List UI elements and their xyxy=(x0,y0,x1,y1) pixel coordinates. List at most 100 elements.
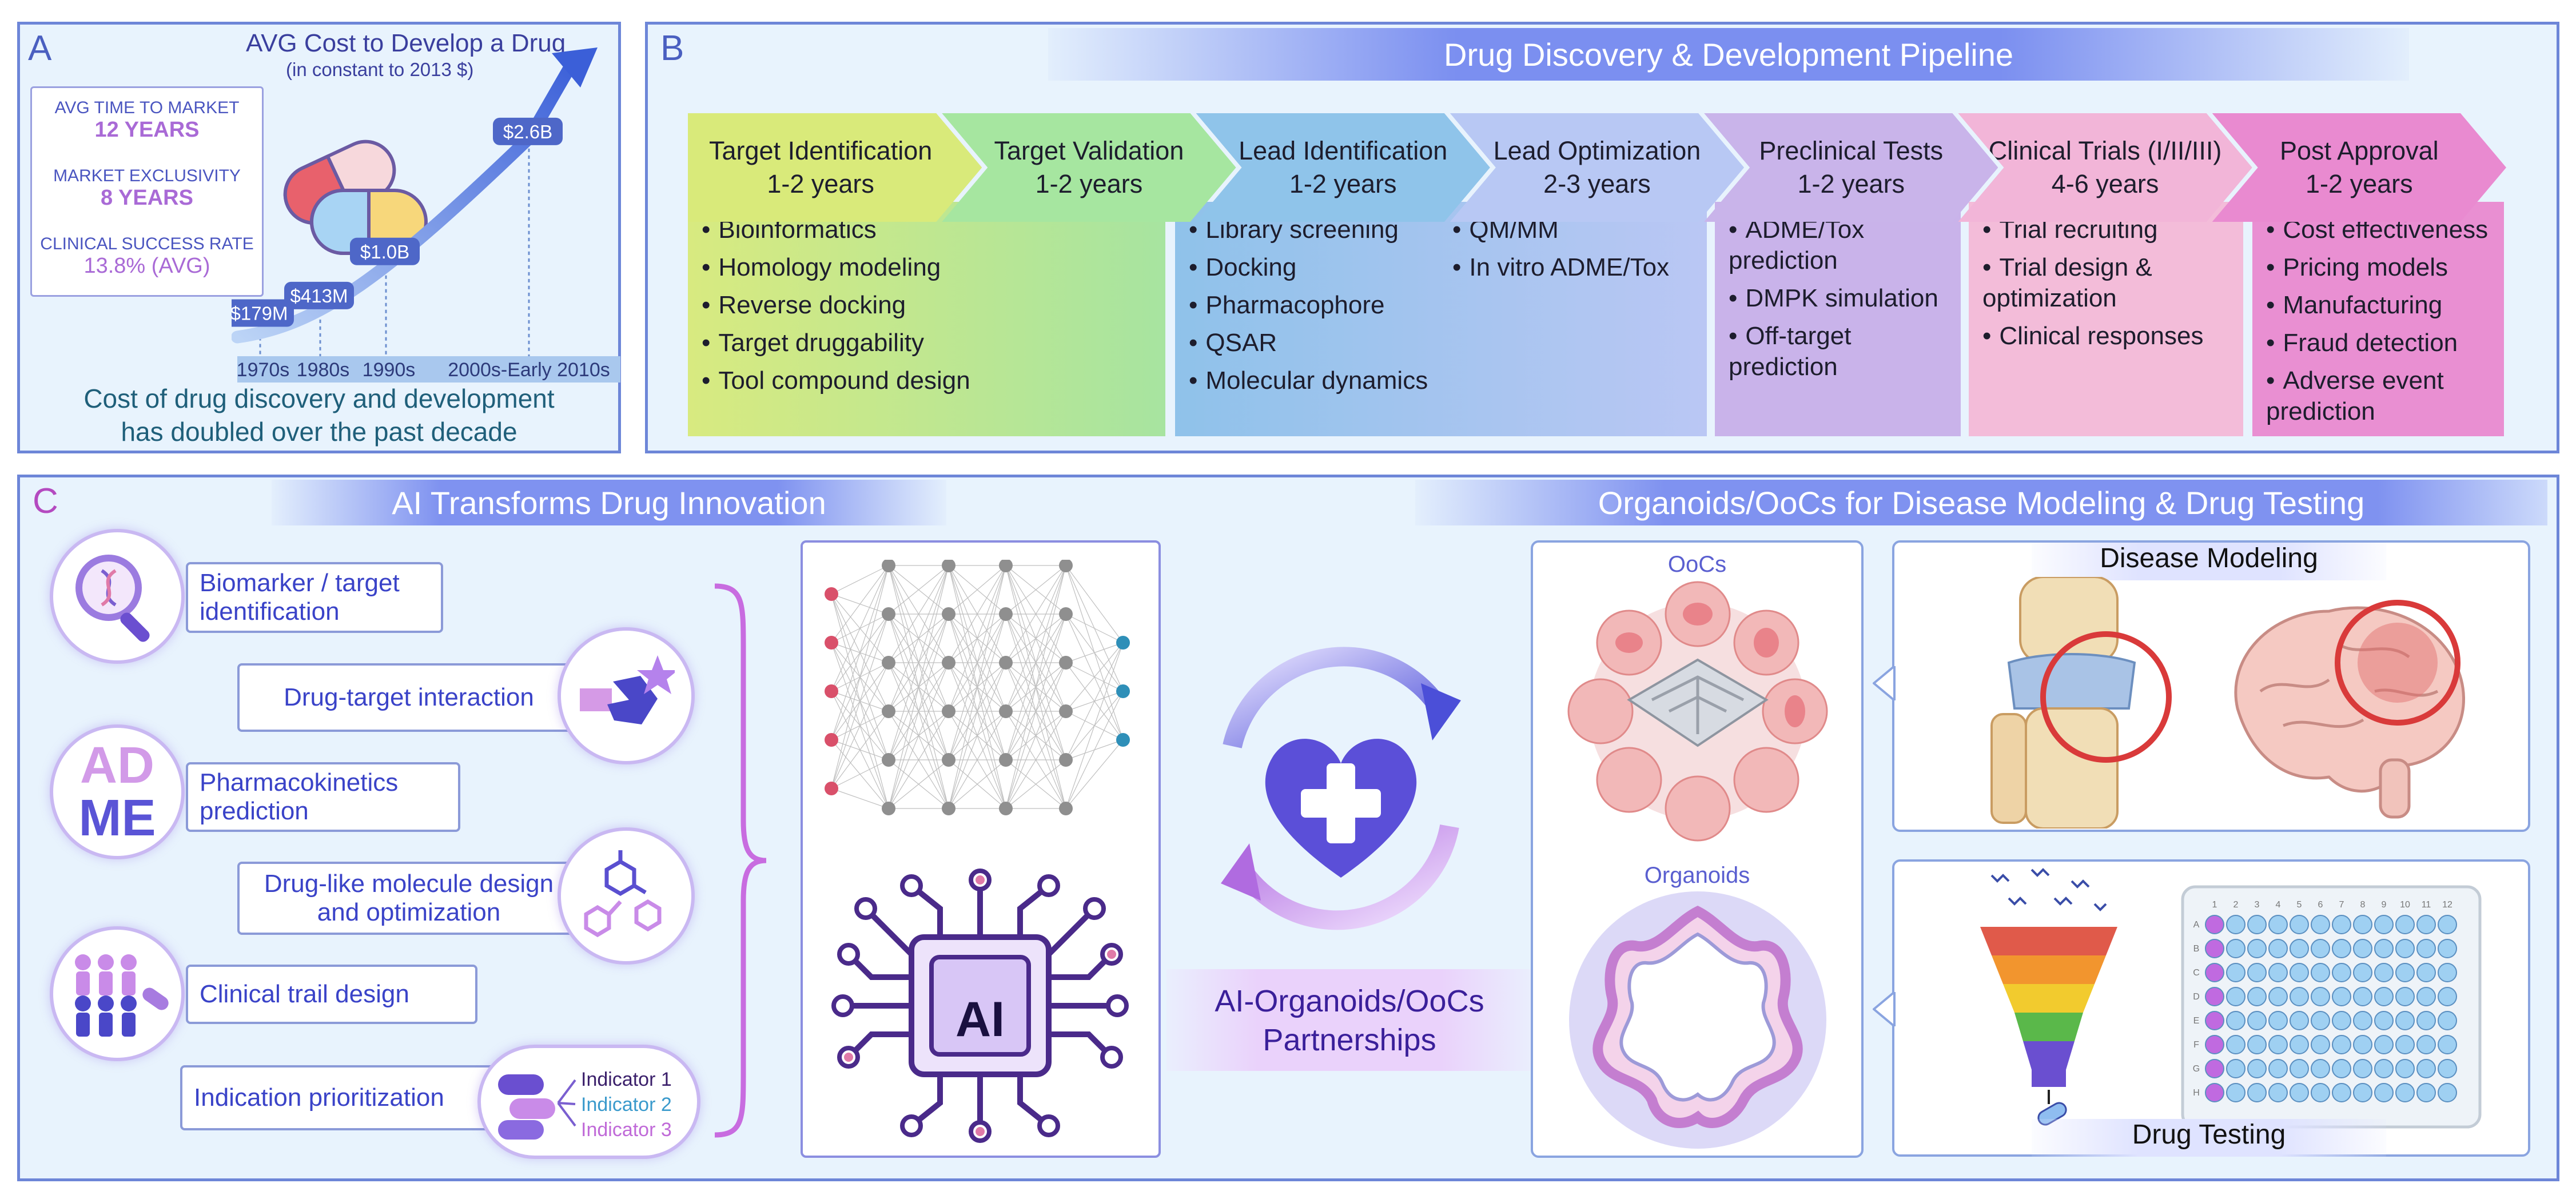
plate-well xyxy=(2332,915,2351,934)
nn-node xyxy=(999,704,1013,718)
plate-well xyxy=(2374,939,2394,958)
disease-modeling-box: Disease Modeling xyxy=(1892,540,2530,832)
ai-chip-icon xyxy=(831,869,1129,1143)
drug-testing-title: Drug Testing xyxy=(2032,1119,2386,1157)
plate-row-label: C xyxy=(2193,968,2200,978)
nn-node xyxy=(1059,753,1073,767)
plate-well xyxy=(2332,1083,2351,1102)
indicator-label: Indicator 1 xyxy=(581,1069,672,1090)
plate-well xyxy=(2438,987,2457,1006)
nn-node xyxy=(999,560,1013,572)
plate-well xyxy=(2353,1083,2372,1102)
plate-row-label: B xyxy=(2193,944,2200,954)
plate-col-label: 4 xyxy=(2276,900,2281,910)
stat-value: 13.8% (AVG) xyxy=(83,254,210,278)
nn-node xyxy=(999,656,1013,670)
adme-top-text: AD xyxy=(80,737,154,794)
plate-col-label: 11 xyxy=(2422,900,2431,910)
nn-node xyxy=(942,656,955,670)
plate-well xyxy=(2247,915,2267,934)
stage-duration: 2-3 years xyxy=(1543,169,1651,198)
ai-section-title: AI Transforms Drug Innovation xyxy=(272,480,946,525)
task-item: Trial design & optimization xyxy=(1982,252,2188,314)
task-item: Pricing models xyxy=(2266,252,2490,283)
nn-node xyxy=(1059,607,1073,621)
plate-well xyxy=(2226,915,2245,934)
plate-well xyxy=(2247,1059,2267,1078)
cost-data-label: $2.6B xyxy=(503,121,552,142)
cost-data-label: $1.0B xyxy=(360,241,409,262)
plate-well xyxy=(2247,939,2267,958)
plate-well xyxy=(2268,1035,2288,1054)
stage-duration: 1-2 years xyxy=(1035,169,1143,198)
task-item: Off-target prediction xyxy=(1729,321,1900,383)
cost-data-point: $1.0B xyxy=(350,237,420,265)
task-item: Clinical responses xyxy=(1982,321,2229,352)
plate-well xyxy=(2205,1011,2224,1030)
task-item: Molecular dynamics xyxy=(1189,365,1428,396)
plate-well xyxy=(2353,1035,2372,1054)
nn-node xyxy=(999,753,1013,767)
plate-well xyxy=(2205,1059,2224,1078)
plate-well xyxy=(2268,987,2288,1006)
plate-well xyxy=(2268,915,2288,934)
nn-node xyxy=(942,560,955,572)
plate-well xyxy=(2290,963,2309,982)
stage-name: Clinical Trials (I/II/III) xyxy=(1988,136,2222,165)
plate-well xyxy=(2395,1011,2415,1030)
indication-icon: Indicator 1 Indicator 2 Indicator 3 xyxy=(477,1045,700,1159)
indicator-label: Indicator 2 xyxy=(581,1094,672,1116)
nn-connections xyxy=(831,565,1124,809)
task-item: ADME/Tox prediction xyxy=(1729,214,1923,276)
clinical-tasks: Trial recruiting Trial design & optimiza… xyxy=(1969,202,2243,436)
cost-chart-title: AVG Cost to Develop a Drug xyxy=(246,29,566,57)
plate-well xyxy=(2226,1035,2245,1054)
task-item: Tool compound design xyxy=(702,365,1152,396)
plate-well xyxy=(2353,1059,2372,1078)
stat-label: AVG TIME TO MARKET xyxy=(54,98,240,117)
nn-node xyxy=(825,782,838,795)
plate-well xyxy=(2311,963,2330,982)
cycle-heart-icon xyxy=(1221,647,1461,930)
plate-col-label: 12 xyxy=(2442,900,2452,910)
plate-row-label: F xyxy=(2193,1040,2199,1050)
cost-data-label: $179M xyxy=(232,303,288,324)
molecule-icon xyxy=(558,827,695,965)
neural-network-diagram xyxy=(825,560,1130,815)
nn-node xyxy=(942,802,955,815)
panel-c-label: C xyxy=(33,481,58,521)
plate-well xyxy=(2226,1059,2245,1078)
plate-row-label: A xyxy=(2193,920,2200,930)
nn-node xyxy=(999,607,1013,621)
plate-well xyxy=(2290,987,2309,1006)
plate-well xyxy=(2290,915,2309,934)
nn-node xyxy=(882,753,895,767)
nn-node xyxy=(1116,684,1130,698)
panel-b-label: B xyxy=(660,29,684,68)
plate-well xyxy=(2416,1059,2436,1078)
nn-node xyxy=(1059,656,1073,670)
cost-caption: Cost of drug discovery and development h… xyxy=(20,382,618,448)
cost-line xyxy=(232,53,581,344)
stage-duration: 1-2 years xyxy=(767,169,874,198)
plate-well xyxy=(2290,1011,2309,1030)
plate-well xyxy=(2438,915,2457,934)
stage-duration: 4-6 years xyxy=(2051,169,2159,198)
plate-well xyxy=(2290,939,2309,958)
plate-well xyxy=(2395,1059,2415,1078)
plate-well xyxy=(2395,987,2415,1006)
task-item: Pharmacophore xyxy=(1189,290,1428,321)
plate-well xyxy=(2290,1059,2309,1078)
ai-network-box: AI xyxy=(801,540,1161,1158)
plate-well xyxy=(2438,939,2457,958)
plate-well xyxy=(2226,963,2245,982)
organoid-section-title: Organoids/OoCs for Disease Modeling & Dr… xyxy=(1415,480,2547,525)
plate-well xyxy=(2353,915,2372,934)
organoid-icon xyxy=(1569,891,1826,1149)
stat-value: 8 YEARS xyxy=(101,186,193,210)
cost-axis-band xyxy=(237,356,620,383)
plate-well xyxy=(2311,1011,2330,1030)
plate-well xyxy=(2290,1035,2309,1054)
